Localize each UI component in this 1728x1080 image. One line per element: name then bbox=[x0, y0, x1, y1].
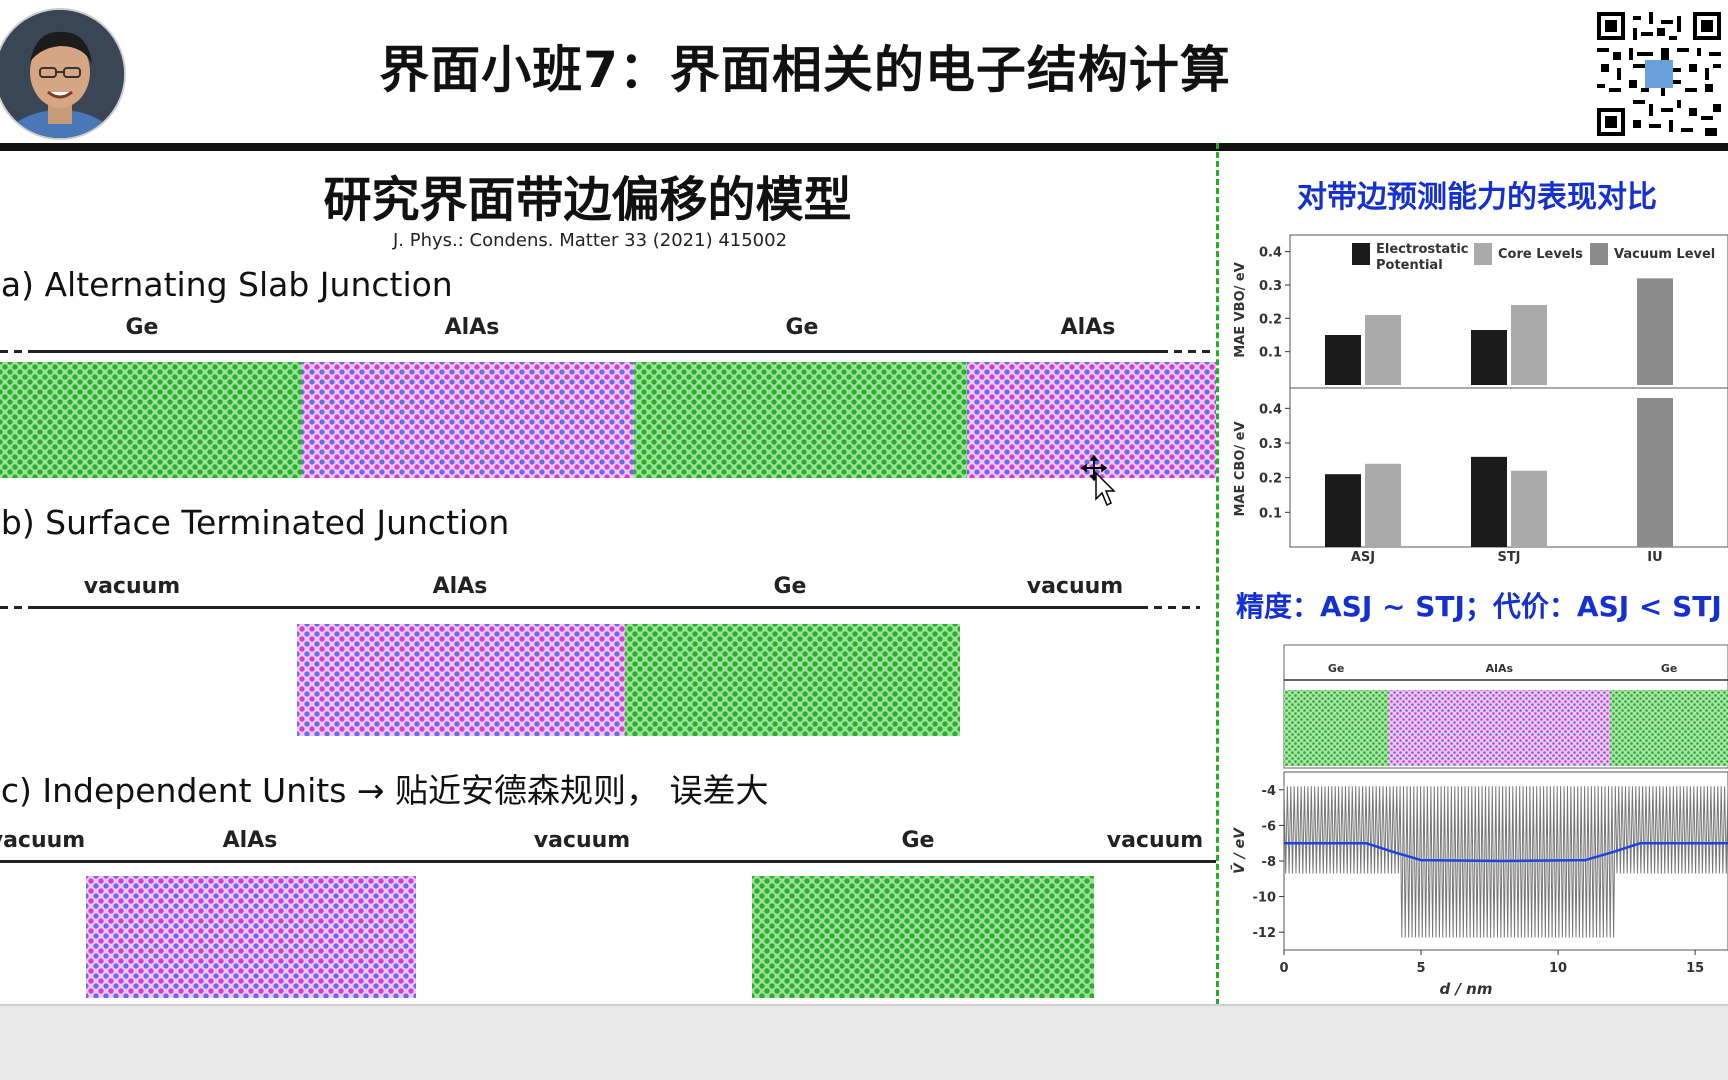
legend-label: Vacuum Level bbox=[1614, 247, 1715, 262]
panel-b-ge-slab bbox=[625, 624, 960, 736]
bar-asj-0 bbox=[1325, 335, 1361, 385]
panel-a-alas-slab-1 bbox=[302, 362, 634, 478]
bar-y-axis-label: MAE CBO/ eV bbox=[1233, 421, 1248, 516]
panel-b-label: (b) Surface Terminated Junction bbox=[0, 503, 510, 542]
bar-category-label: STJ bbox=[1497, 550, 1520, 565]
footer-divider bbox=[0, 1004, 1728, 1006]
page-title: 界面小班7：界面相关的电子结构计算 bbox=[379, 41, 1231, 99]
legend-label: Core Levels bbox=[1498, 247, 1583, 262]
panel-b-seg-4: vacuum bbox=[1026, 574, 1124, 599]
panel-a-seg-1: Ge bbox=[125, 315, 159, 340]
panel-b-axis bbox=[30, 606, 1140, 609]
panel-c-seg-4: Ge bbox=[901, 828, 935, 853]
pot-x-tick-label: 0 bbox=[1279, 961, 1288, 976]
qr-code bbox=[1597, 12, 1721, 136]
structure-ge-block bbox=[1284, 690, 1389, 766]
panel-a-axis-tail bbox=[1160, 350, 1216, 353]
structure-ge-block bbox=[1610, 690, 1728, 766]
right-title: 对带边预测能力的表现对比 bbox=[1297, 180, 1657, 215]
header: 界面小班7：界面相关的电子结构计算 bbox=[0, 0, 1728, 143]
bar-stj-0 bbox=[1471, 330, 1507, 385]
panel-a-seg-3: Ge bbox=[785, 315, 819, 340]
potential-profile-chart: Ge AlAs Ge -4 -6 -8 -10 -12 0 5 10 15 d / nm V̄ / eV bbox=[1229, 644, 1728, 998]
mouse-cursor-icon bbox=[1080, 455, 1116, 507]
panel-a-label: (a) Alternating Slab Junction bbox=[0, 265, 453, 304]
accuracy-cost-text: 精度：ASJ ~ STJ；代价：ASJ < STJ bbox=[1236, 590, 1722, 623]
bar-chart-frame bbox=[1289, 234, 1728, 548]
panel-c-seg-5: vacuum bbox=[1106, 828, 1204, 853]
bar-asj-1 bbox=[1365, 315, 1401, 385]
bar-category-label: ASJ bbox=[1351, 550, 1375, 565]
panel-a-ge-slab-2 bbox=[634, 362, 967, 478]
panel-b-alas-slab bbox=[297, 624, 625, 736]
header-divider bbox=[0, 143, 1728, 151]
bar-y-tick-label: 0.2 bbox=[1259, 472, 1282, 487]
bar-y-tick-label: 0.1 bbox=[1259, 506, 1282, 521]
structure-segment-label: Ge bbox=[1661, 662, 1678, 675]
panel-a-axis bbox=[30, 350, 1160, 353]
panel-b-seg-3: Ge bbox=[773, 574, 807, 599]
panel-a-axis-lead bbox=[0, 350, 30, 353]
pot-y-tick-label: -10 bbox=[1253, 891, 1277, 906]
section-divider bbox=[1216, 143, 1219, 1004]
macroscopic-average-line bbox=[1284, 841, 1728, 863]
panel-b-seg-2: AlAs bbox=[432, 574, 488, 599]
section-title: 研究界面带边偏移的模型 bbox=[323, 172, 852, 228]
pot-x-tick-label: 15 bbox=[1686, 961, 1704, 976]
pot-x-tick-label: 5 bbox=[1417, 961, 1426, 976]
pot-x-axis-label: d / nm bbox=[1440, 980, 1493, 998]
panel-a-ge-slab-1 bbox=[0, 362, 302, 478]
bar-y-tick-label: 0.3 bbox=[1259, 437, 1282, 452]
panel-c-label: (c) Independent Units → 贴近安德森规则， 误差大 bbox=[0, 771, 769, 810]
panel-c-seg-2: AlAs bbox=[222, 828, 278, 853]
panel-c-axis bbox=[0, 860, 1216, 863]
citation: J. Phys.: Condens. Matter 33 (2021) 4150… bbox=[392, 230, 788, 251]
panel-b-axis-tail bbox=[1140, 606, 1200, 609]
pot-y-axis-label: V̄ / eV bbox=[1229, 827, 1248, 874]
legend-swatch bbox=[1590, 243, 1608, 265]
panel-b-axis-lead bbox=[0, 606, 30, 609]
bar-stj-0 bbox=[1471, 456, 1507, 547]
panel-c-ge-slab bbox=[752, 876, 1094, 998]
bar-iu-2 bbox=[1637, 397, 1673, 547]
pot-y-tick-label: -12 bbox=[1253, 926, 1277, 941]
pot-y-tick-label: -6 bbox=[1262, 819, 1276, 834]
presenter-avatar bbox=[0, 8, 126, 140]
bar-asj-1 bbox=[1365, 463, 1401, 547]
bar-category-label: IU bbox=[1647, 550, 1662, 565]
structure-alas-block bbox=[1388, 690, 1611, 766]
bar-asj-0 bbox=[1325, 474, 1361, 547]
bar-y-tick-label: 0.1 bbox=[1259, 346, 1282, 361]
bar-stj-1 bbox=[1511, 470, 1547, 547]
slide: 界面小班7：界面相关的电子结构计算 bbox=[0, 0, 1728, 1004]
legend-swatch bbox=[1474, 243, 1492, 265]
structure-segment-label: Ge bbox=[1328, 662, 1345, 675]
legend-label-line2: Potential bbox=[1376, 258, 1443, 273]
panel-a-alas-slab-2 bbox=[967, 362, 1216, 478]
pot-x-tick-label: 10 bbox=[1549, 961, 1567, 976]
panel-a-seg-4: AlAs bbox=[1060, 315, 1116, 340]
bar-y-tick-label: 0.3 bbox=[1259, 279, 1282, 294]
pot-y-tick-label: -4 bbox=[1262, 784, 1276, 799]
panel-c-seg-1: vacuum bbox=[0, 828, 86, 853]
bar-y-tick-label: 0.4 bbox=[1259, 402, 1282, 417]
panel-c-alas-slab bbox=[86, 876, 416, 998]
bar-y-tick-label: 0.2 bbox=[1259, 312, 1282, 327]
legend-label-line1: Electrostatic bbox=[1376, 242, 1469, 257]
structure-segment-label: AlAs bbox=[1486, 662, 1514, 675]
panel-a-seg-2: AlAs bbox=[444, 315, 500, 340]
bar-y-tick-label: 0.4 bbox=[1259, 246, 1282, 261]
legend-swatch bbox=[1352, 243, 1370, 265]
bar-y-axis-label: MAE VBO/ eV bbox=[1233, 262, 1248, 358]
panel-b-seg-1: vacuum bbox=[83, 574, 181, 599]
bar-stj-1 bbox=[1511, 305, 1547, 385]
pot-y-tick-label: -8 bbox=[1262, 855, 1276, 870]
bar-iu-2 bbox=[1637, 278, 1673, 385]
panel-c-seg-3: vacuum bbox=[533, 828, 631, 853]
